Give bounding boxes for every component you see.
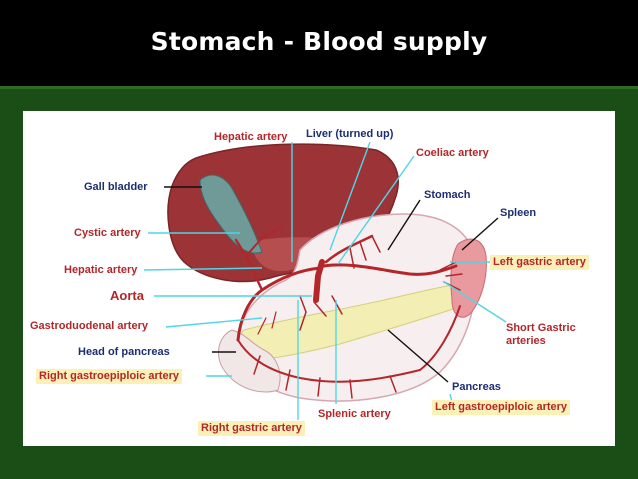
label-hepatic-artery-left: Hepatic artery xyxy=(64,264,138,276)
slide-title: Stomach - Blood supply xyxy=(150,27,488,56)
label-liver: Liver (turned up) xyxy=(306,128,394,140)
label-left-gastric-artery: Left gastric artery xyxy=(490,255,589,270)
label-hepatic-artery-top: Hepatic artery xyxy=(214,131,288,143)
label-right-gastroepiploic-artery: Right gastroepiploic artery xyxy=(36,369,182,384)
artery-network xyxy=(234,225,463,399)
pointer-lines-dark xyxy=(164,186,499,383)
label-aorta: Aorta xyxy=(110,288,144,303)
spleen-shape xyxy=(450,238,487,318)
label-gastroduodenal-artery: Gastroduodenal artery xyxy=(30,320,148,332)
label-short-gastric-arteries-1: Short Gastric xyxy=(506,322,576,334)
label-right-gastric-artery: Right gastric artery xyxy=(198,421,305,436)
title-bar: Stomach - Blood supply xyxy=(0,0,638,80)
label-left-gastroepiploic-artery: Left gastroepiploic artery xyxy=(432,400,571,415)
label-coeliac-artery: Coeliac artery xyxy=(416,147,489,159)
label-pancreas: Pancreas xyxy=(452,381,501,393)
pointer-lines xyxy=(143,141,507,420)
label-spleen: Spleen xyxy=(500,207,537,219)
label-cystic-artery: Cystic artery xyxy=(74,227,141,239)
label-gall-bladder: Gall bladder xyxy=(84,181,148,193)
duodenum-shape xyxy=(217,329,281,393)
gall-bladder-shape xyxy=(199,174,263,254)
label-short-gastric-arteries-2: arteries xyxy=(506,335,546,347)
label-head-of-pancreas: Head of pancreas xyxy=(78,346,170,358)
label-splenic-artery: Splenic artery xyxy=(318,408,391,420)
label-stomach: Stomach xyxy=(424,189,471,201)
